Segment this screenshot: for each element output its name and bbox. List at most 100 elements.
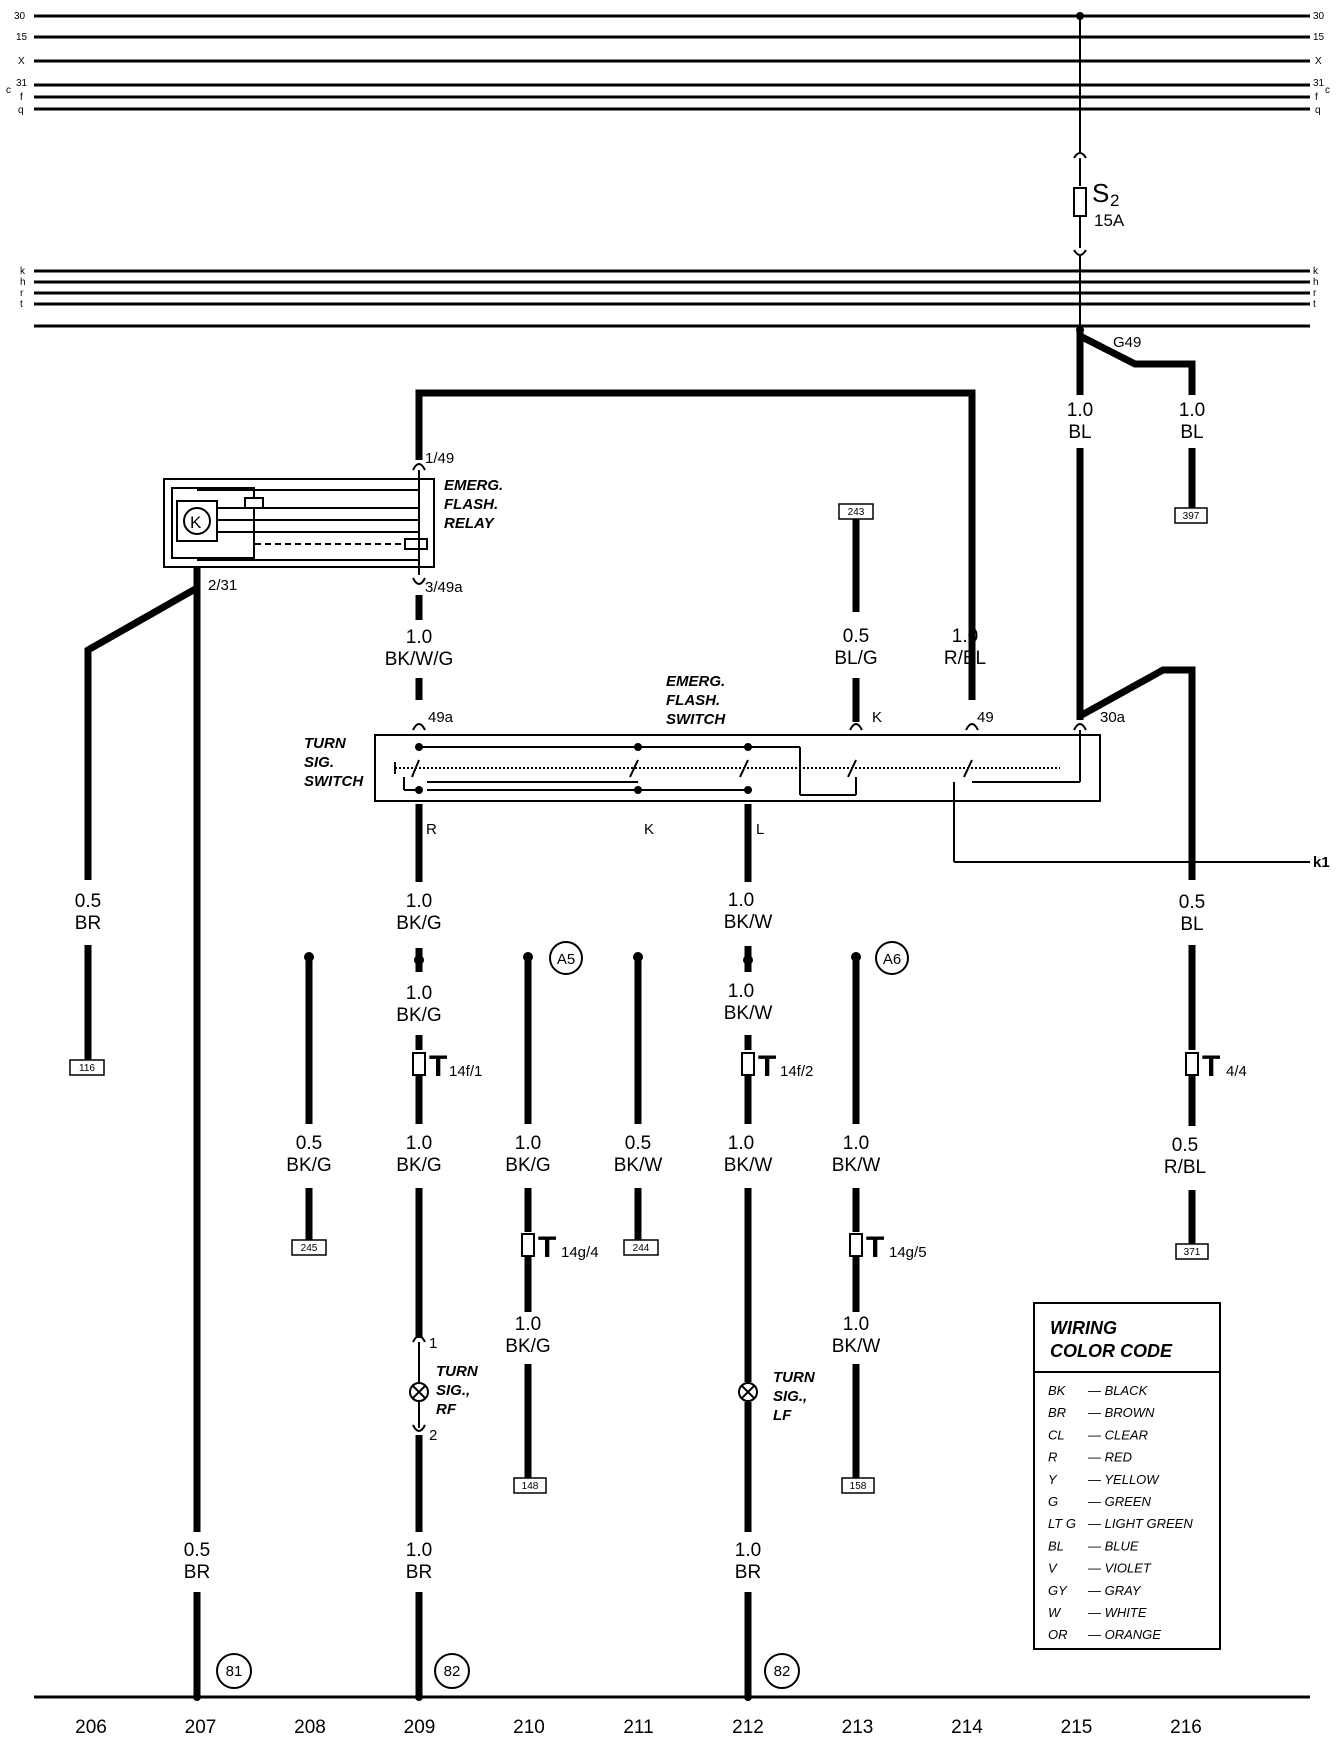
fuse-s2 — [1073, 187, 1087, 217]
connector-t14g4-sub: 14g/4 — [561, 1244, 599, 1261]
wire-label-209-b-size: 1.0 — [406, 983, 432, 1004]
switch-pin-k: K — [872, 709, 882, 726]
wire-label-relay-size: 1.0 — [406, 627, 432, 648]
wire-label-relay-color: BK/W/G — [385, 649, 454, 670]
legend-color-name: — WHITE — [1087, 1605, 1147, 1620]
k1-label: k1 — [1313, 854, 1330, 871]
legend-code: Y — [1048, 1472, 1058, 1487]
wire-label-211-size: 0.5 — [625, 1133, 651, 1154]
legend-color-name: — VIOLET — [1087, 1561, 1152, 1576]
wire-label-210-b-color: BK/G — [505, 1336, 550, 1357]
connector-t14f2 — [741, 1052, 755, 1076]
legend-color-name: — YELLOW — [1087, 1472, 1160, 1487]
bus-label-t: t — [20, 299, 23, 310]
connector-t14f2-label: T — [758, 1050, 776, 1083]
legend-code: LT G — [1048, 1516, 1076, 1531]
legend-color-name: — BROWN — [1087, 1405, 1155, 1420]
legend-color-name: — CLEAR — [1087, 1427, 1148, 1442]
emerg-switch-title-3: SWITCH — [666, 711, 726, 728]
circle-ref-a6-label: A6 — [883, 951, 901, 968]
bus-label-r: r — [20, 288, 24, 299]
splice-212 — [743, 955, 753, 965]
legend-color-name: — BLUE — [1087, 1538, 1139, 1553]
column-number: 212 — [732, 1717, 764, 1738]
bus-label-r-right: r — [1313, 288, 1317, 299]
emerg-flash-relay: K — [163, 470, 435, 575]
lamp-lf-l2: SIG., — [773, 1388, 807, 1405]
legend-color-name: — BLACK — [1087, 1383, 1149, 1398]
ref-158: 158 — [850, 1481, 867, 1492]
splice-g49-label: G49 — [1113, 334, 1141, 351]
wire-label-207-size: 0.5 — [184, 1540, 210, 1561]
wire-label-213-b-color: BK/W — [832, 1336, 881, 1357]
bus-label-15: 15 — [16, 32, 28, 43]
connector-t44 — [1185, 1052, 1199, 1076]
wire-label-209-b-color: BK/G — [396, 1005, 441, 1026]
bus-label-k-right: k — [1313, 266, 1319, 277]
column-number: 207 — [185, 1717, 217, 1738]
wire-label-209-c-color: BK/G — [396, 1155, 441, 1176]
legend-code: CL — [1048, 1427, 1065, 1442]
turn-switch-out-l: L — [756, 821, 764, 838]
relay-title-2: FLASH. — [444, 496, 498, 513]
ground-ref-82-b-label: 82 — [774, 1663, 791, 1680]
lamp-lf-l3: LF — [773, 1407, 792, 1424]
bus-mark-c: c — [6, 85, 11, 96]
wire-label-216-color: BL — [1180, 422, 1203, 443]
top-bus-labels-left: 30 15 X 31 f q c — [6, 11, 28, 116]
connector-t14g5 — [849, 1233, 863, 1257]
bus-label-h-right: h — [1313, 277, 1319, 288]
g49-splice — [1076, 330, 1196, 395]
column-number: 210 — [513, 1717, 545, 1738]
relay-pin-left: 2/31 — [208, 577, 237, 594]
ground-ref-81 — [216, 1653, 252, 1689]
wire-label-215-color: BL — [1068, 422, 1091, 443]
turn-switch-title-2: SIG. — [304, 754, 334, 771]
bus-label-x: X — [18, 56, 25, 67]
emerg-switch-title-2: FLASH. — [666, 692, 720, 709]
bus-label-k: k — [20, 266, 26, 277]
wire-label-215-size: 1.0 — [1067, 400, 1093, 421]
fuse-sub: 2 — [1110, 191, 1119, 210]
ref-box-116 — [69, 1059, 105, 1076]
wire-label-243-color: BL/G — [834, 648, 877, 669]
relay-pin-top: 1/49 — [425, 450, 454, 467]
ref-148: 148 — [522, 1481, 539, 1492]
legend-color-name: — LIGHT GREEN — [1087, 1516, 1193, 1531]
bus-label-30-right: 30 — [1313, 11, 1325, 22]
wire-label-206-size: 0.5 — [75, 891, 101, 912]
ref-box-244 — [623, 1239, 659, 1256]
legend-color-name: — GREEN — [1087, 1494, 1151, 1509]
legend-color-name: — RED — [1087, 1450, 1132, 1465]
column-number: 213 — [842, 1717, 874, 1738]
wire-label-213-b-size: 1.0 — [843, 1314, 869, 1335]
ref-box-397 — [1174, 507, 1208, 524]
wire-label-216-c-color: R/BL — [1164, 1157, 1206, 1178]
wire-label-212-d-color: BR — [735, 1562, 761, 1583]
bus-label-q: q — [18, 105, 24, 116]
wire-relay-loop — [415, 389, 976, 700]
turn-switch-title-1: TURN — [304, 735, 347, 752]
mid-bus — [34, 269, 1310, 328]
switch-pin-49a: 49a — [428, 709, 454, 726]
wire-label-216-size: 1.0 — [1179, 400, 1205, 421]
column-number: 209 — [404, 1717, 436, 1738]
wire-label-212-c-size: 1.0 — [728, 1133, 754, 1154]
connector-t14g4 — [521, 1233, 535, 1257]
bus-label-f: f — [20, 92, 23, 103]
column-number: 216 — [1170, 1717, 1202, 1738]
wire-label-210-a-color: BK/G — [505, 1155, 550, 1176]
connector-t44-label: T — [1202, 1050, 1220, 1083]
wire-label-207-color: BR — [184, 1562, 210, 1583]
ref-244: 244 — [633, 1243, 650, 1254]
lamp-rf-l3: RF — [436, 1401, 457, 1418]
ref-371: 371 — [1184, 1247, 1201, 1258]
emerg-switch-title-1: EMERG. — [666, 673, 725, 690]
connector-t14f1 — [412, 1052, 426, 1076]
circle-ref-a5-label: A5 — [557, 951, 575, 968]
wire-label-209-c-size: 1.0 — [406, 1133, 432, 1154]
column-number: 208 — [294, 1717, 326, 1738]
